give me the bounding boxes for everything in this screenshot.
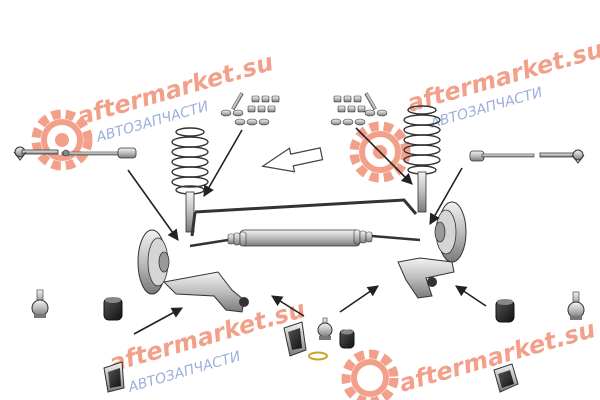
silent-block-right[interactable] [495,299,515,323]
brake-disc-right [434,201,467,263]
pointer-arrows [127,127,487,335]
coil-spring-right [403,105,441,175]
watermark-logo-left: aftermarket.su АВТОЗАПЧАСТИ [31,48,276,171]
steering-rack [189,229,421,248]
coil-spring-left [171,127,209,195]
tie-rod-left[interactable] [61,147,137,159]
pointer-arrow [127,169,179,241]
pointer-arrow [133,307,183,335]
silent-block-left[interactable] [103,297,123,321]
pointer-arrow [455,285,487,307]
pointer-arrow [271,295,305,317]
stabilizer-link-kit-right[interactable] [330,92,388,126]
direction-arrow-icon [261,147,324,173]
control-arm-left [162,271,249,313]
ball-joint-right[interactable] [567,291,585,320]
tie-rod-end-right[interactable] [539,149,585,164]
rack-boot-right [353,229,373,245]
tie-rod-end-left[interactable] [13,146,59,161]
pointer-arrow [355,127,413,185]
stabilizer-link-kit-left[interactable] [220,92,280,126]
stabilizer-bar [190,198,418,237]
gear-icon [341,349,399,400]
watermark-site-text: aftermarket.su [396,315,598,398]
ball-joint-left[interactable] [31,289,49,318]
strut-right [417,171,427,213]
control-arm-bushing-left[interactable] [103,361,125,393]
pointer-arrow [203,129,243,197]
control-arm-bushing-right[interactable] [493,363,519,393]
tie-rod-right[interactable] [469,150,535,162]
rack-boot-left [227,231,247,247]
brake-disc-left [137,229,170,295]
pointer-arrow [339,285,379,313]
control-arm-right [397,257,455,299]
gear-icon [31,109,93,171]
center-kit[interactable] [283,317,355,361]
pointer-arrow [429,167,463,225]
